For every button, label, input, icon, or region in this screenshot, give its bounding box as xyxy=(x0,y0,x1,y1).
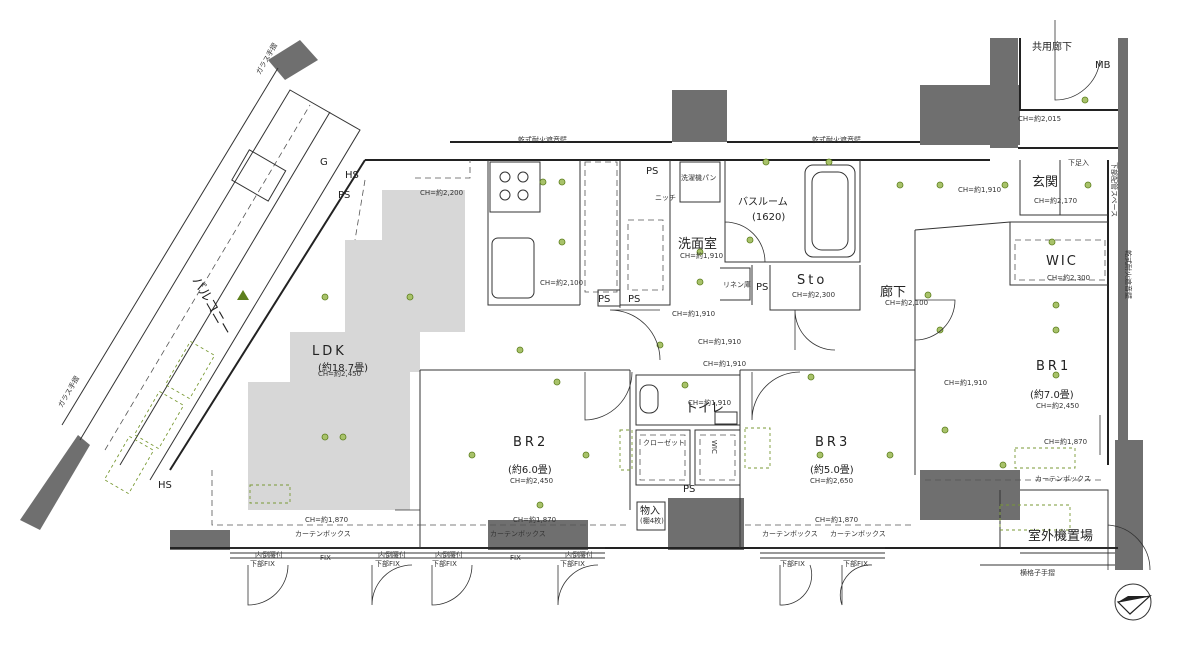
label-curtain-1: カーテンボックス xyxy=(295,530,351,538)
label-dry-wall-right: 乾式耐火遮音壁 xyxy=(1124,250,1133,299)
label-ps-3: PS xyxy=(628,294,640,305)
label-ch-2100: CH=約2,100 xyxy=(885,298,928,307)
label-entrance: 玄関 xyxy=(1032,175,1058,190)
label-ps-2: PS xyxy=(598,294,610,305)
label-ch-1910-d: CH=約1,910 xyxy=(672,309,715,318)
label-bathroom: バスルーム xyxy=(738,196,788,208)
label-ch-2300: CH=約2,300 xyxy=(792,290,835,299)
label-ch-2450-ldk: CH=約2,450 xyxy=(318,369,361,378)
label-curtain-3: カーテンボックス xyxy=(762,530,818,538)
label-lower-fix-2: 下部FIX xyxy=(375,559,400,568)
label-ch-2015: CH=約2,015 xyxy=(1018,114,1061,123)
label-curtain-2: カーテンボックス xyxy=(490,530,546,538)
label-br1: BR1 xyxy=(1036,359,1071,374)
label-lattice: 横格子手摺 xyxy=(1020,568,1055,577)
label-br1-size: (約7.0畳) xyxy=(1030,388,1074,401)
storage-hatching xyxy=(420,239,1106,526)
label-ps-6: PS xyxy=(338,190,350,201)
label-ch-1910-c: CH=約1,910 xyxy=(944,378,987,387)
label-ps-5: PS xyxy=(683,484,695,495)
label-upper-fix-3: 内倒腰付 xyxy=(435,550,463,559)
label-ch-1870-d: CH=約1,870 xyxy=(815,515,858,524)
label-bathroom-size: (1620) xyxy=(752,212,785,223)
doors xyxy=(247,20,1151,606)
ceiling-outlines xyxy=(211,160,1105,526)
label-lower-fix-4: 下部FIX xyxy=(560,559,585,568)
compass-icon xyxy=(1114,583,1152,621)
label-shoe-box: 下足入 xyxy=(1068,159,1089,167)
label-niche: ニッチ xyxy=(655,194,676,202)
label-toilet: トイレ xyxy=(685,401,724,416)
label-upper-fix-2: 内倒腰付 xyxy=(378,550,406,559)
ldk-ceiling-zone xyxy=(248,190,465,510)
label-ch-2450-br1: CH=約2,450 xyxy=(1036,401,1079,410)
label-ch-1910-f: CH=約1,910 xyxy=(703,359,746,368)
label-ch-2450-br2: CH=約2,450 xyxy=(510,476,553,485)
label-br2: BR2 xyxy=(513,435,548,450)
label-ch-2100-k: CH=約2,100 xyxy=(540,278,583,287)
label-mb: MB xyxy=(1095,60,1111,71)
label-ch-1910-a: CH=約1,910 xyxy=(958,185,1001,194)
label-ch-2300-b: CH=約2,300 xyxy=(1047,273,1090,282)
label-lower-fix-5: 下部FIX xyxy=(780,559,805,568)
label-corridor: 廊下 xyxy=(880,284,906,300)
interior-walls xyxy=(419,160,1109,548)
label-hs-2: HS xyxy=(158,480,172,491)
label-ch-1910-b: CH=約1,910 xyxy=(680,251,723,260)
label-storage: 物入 xyxy=(640,504,660,517)
label-closet: クローゼット xyxy=(643,438,685,447)
label-upper-fix-4: 内倒腰付 xyxy=(565,550,593,559)
label-fix-2: FIX xyxy=(510,554,521,562)
outer-wall-lines xyxy=(169,38,1118,549)
label-curtain-4: カーテンボックス xyxy=(830,530,886,538)
label-ch-1910-e: CH=約1,910 xyxy=(698,337,741,346)
label-ch-1910-g: CH=約1,910 xyxy=(688,398,731,407)
label-wic: WIC xyxy=(1046,254,1078,269)
label-curtain-5: カーテンボックス xyxy=(1035,475,1091,483)
label-ldk-size: (約18.7畳) xyxy=(318,361,368,374)
label-common-corridor: 共用廊下 xyxy=(1032,40,1072,53)
kitchen xyxy=(489,161,621,307)
label-lower-fix-3: 下部FIX xyxy=(432,559,457,568)
label-ps-4: PS xyxy=(756,282,768,293)
label-pipe-space: 下部配管スペース xyxy=(1110,162,1119,217)
outlet-markers xyxy=(103,340,1076,531)
label-g: G xyxy=(320,157,328,168)
label-lower-fix-6: 下部FIX xyxy=(843,559,868,568)
structural-walls xyxy=(20,38,1143,570)
label-storage-note: (棚4枚) xyxy=(640,516,664,525)
label-ch-2650-br3: CH=約2,650 xyxy=(810,476,853,485)
label-outdoor-unit: 室外機置場 xyxy=(1028,528,1093,544)
labels: 乾式耐火遮音壁 乾式耐火遮音壁 共用廊下 MB バスルーム (1620) Sto… xyxy=(56,40,1133,577)
label-fix-1: FIX xyxy=(320,554,331,562)
label-br3-size: (約5.0畳) xyxy=(810,463,854,476)
label-hs-1: HS xyxy=(345,170,359,181)
label-sto: Sto xyxy=(797,273,827,288)
label-ch-2200: CH=約2,200 xyxy=(420,188,463,197)
label-upper-fix-1: 内倒腰付 xyxy=(255,550,283,559)
label-br2-size: (約6.0畳) xyxy=(508,463,552,476)
label-ps-1: PS xyxy=(646,166,658,177)
label-ch-2170: CH=約2,170 xyxy=(1034,196,1077,205)
label-glass-rail-1: ガラス手摺 xyxy=(56,374,81,409)
label-lower-fix-1: 下部FIX xyxy=(250,559,275,568)
label-linen: リネン庫 xyxy=(723,280,751,289)
balcony xyxy=(61,67,361,481)
label-ch-1870-a: CH=約1,870 xyxy=(1044,437,1087,446)
ceiling-lights xyxy=(321,96,1092,509)
label-wic2: WIC xyxy=(710,440,718,454)
windows-bottom xyxy=(230,547,1115,566)
label-washer-pan: 洗濯機パン xyxy=(681,173,716,182)
label-dry-wall-2: 乾式耐火遮音壁 xyxy=(812,135,861,144)
label-ch-1870-b: CH=約1,870 xyxy=(305,515,348,524)
label-ldk: LDK xyxy=(312,344,347,359)
label-washroom: 洗面室 xyxy=(678,236,717,252)
label-ch-1870-c: CH=約1,870 xyxy=(513,515,556,524)
label-br3: BR3 xyxy=(815,435,850,450)
label-dry-wall-1: 乾式耐火遮音壁 xyxy=(518,135,567,144)
